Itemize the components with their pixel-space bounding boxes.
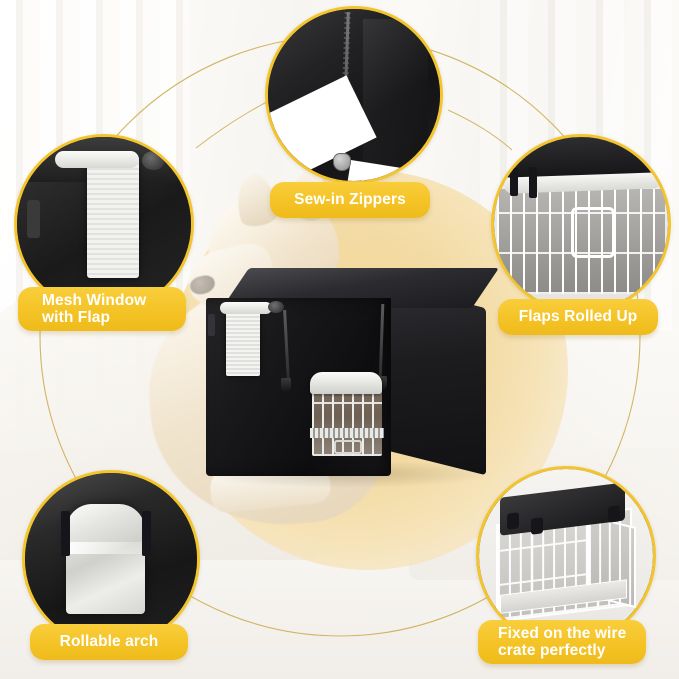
product-side-tab: [208, 314, 215, 336]
photo-zip-pull: [333, 153, 351, 171]
callout-photo-rollable-arch: [22, 470, 200, 648]
product-mesh-roll: [220, 302, 272, 314]
callout-photo-fixed-on-crate: [476, 466, 656, 646]
photo-arch-silver-panel: [66, 503, 146, 615]
photo-mesh-roll: [55, 150, 139, 169]
product-buckle: [268, 301, 284, 313]
product-zipper-pull-front: [281, 378, 291, 392]
photo-arch-sheen: [69, 541, 142, 554]
photo-mesh-strap: [27, 199, 40, 238]
photo-flaps-strap-a: [528, 166, 538, 198]
photo-mesh-buckle: [142, 150, 165, 171]
photo-fixed-clip-c: [607, 504, 620, 522]
photo-arch-tab-left: [61, 510, 70, 556]
product-door-base-bar: [310, 428, 384, 438]
callout-label-mesh-window[interactable]: Mesh Window with Flap: [18, 287, 186, 331]
callout-photo-sew-in-zippers: [265, 6, 443, 184]
photo-mesh-panel: [86, 156, 139, 278]
photo-fixed-clip-a: [506, 511, 519, 529]
photo-flaps-strap-b: [509, 168, 519, 197]
product-door-window: [312, 390, 382, 456]
product-mesh-window: [226, 310, 260, 376]
photo-zip-fabric-fold: [362, 19, 428, 168]
product-door-flap: [310, 372, 382, 394]
photo-flaps-wire-crate: [497, 189, 665, 294]
callout-label-flaps-rolled-up[interactable]: Flaps Rolled Up: [498, 299, 658, 335]
photo-fixed-clip-b: [531, 516, 544, 535]
product-right-panel: [389, 284, 486, 476]
callout-photo-flaps-rolled-up: [491, 134, 671, 314]
photo-flaps-latch: [570, 206, 615, 258]
callout-label-sew-in-zippers[interactable]: Sew-in Zippers: [270, 182, 430, 218]
product-door-handle: [334, 440, 362, 454]
callout-label-rollable-arch[interactable]: Rollable arch: [30, 624, 188, 660]
callout-photo-mesh-window: [14, 134, 194, 314]
photo-arch-tab-right: [141, 510, 151, 556]
callout-label-fixed-on-crate[interactable]: Fixed on the wire crate perfectly: [478, 620, 646, 664]
hero-product-crate-cover: [206, 268, 499, 483]
